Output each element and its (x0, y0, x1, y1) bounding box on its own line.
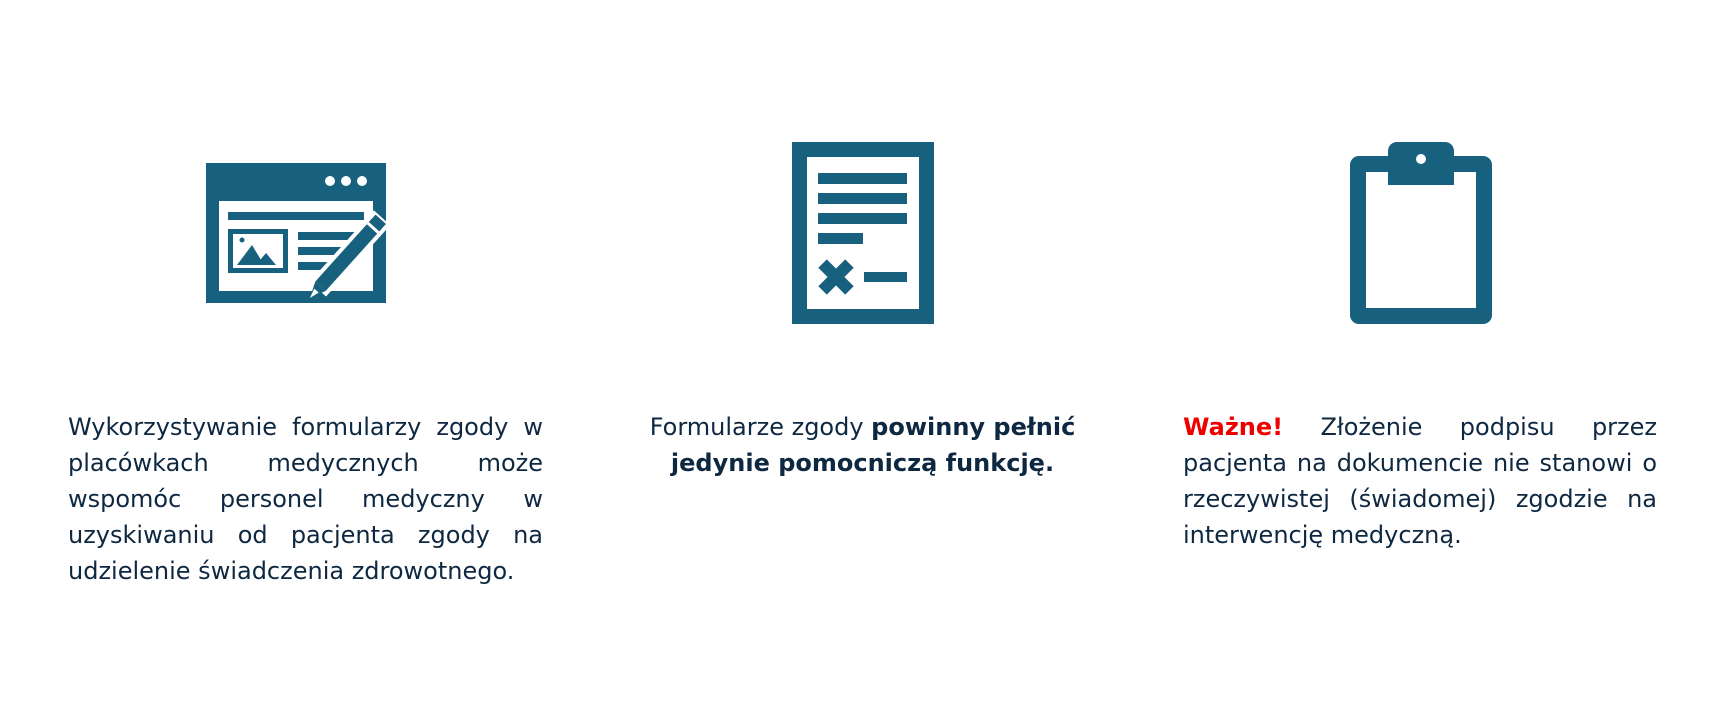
consent-forms-usage-text: Wykorzystywanie formularzy zgody w placó… (68, 413, 543, 585)
web-form-edit-icon (206, 141, 412, 303)
column-1-text: Wykorzystywanie formularzy zgody w placó… (68, 409, 543, 589)
consent-forms-plain-text: Formularze zgody (649, 413, 872, 441)
column-2-text: Formularze zgody powinny pełnić jedynie … (620, 409, 1105, 481)
column-3-text: Ważne! Złożenie podpisu przez pacjenta n… (1183, 409, 1657, 553)
signature-note-text: Złożenie podpisu przez pacjenta na dokum… (1183, 413, 1657, 549)
document-form-icon (792, 142, 934, 324)
important-label: Ważne! (1183, 413, 1284, 441)
consent-forms-bold-text: powinny pełnić jedynie pomocniczą funkcj… (670, 413, 1076, 477)
clipboard-icon (1350, 142, 1492, 324)
